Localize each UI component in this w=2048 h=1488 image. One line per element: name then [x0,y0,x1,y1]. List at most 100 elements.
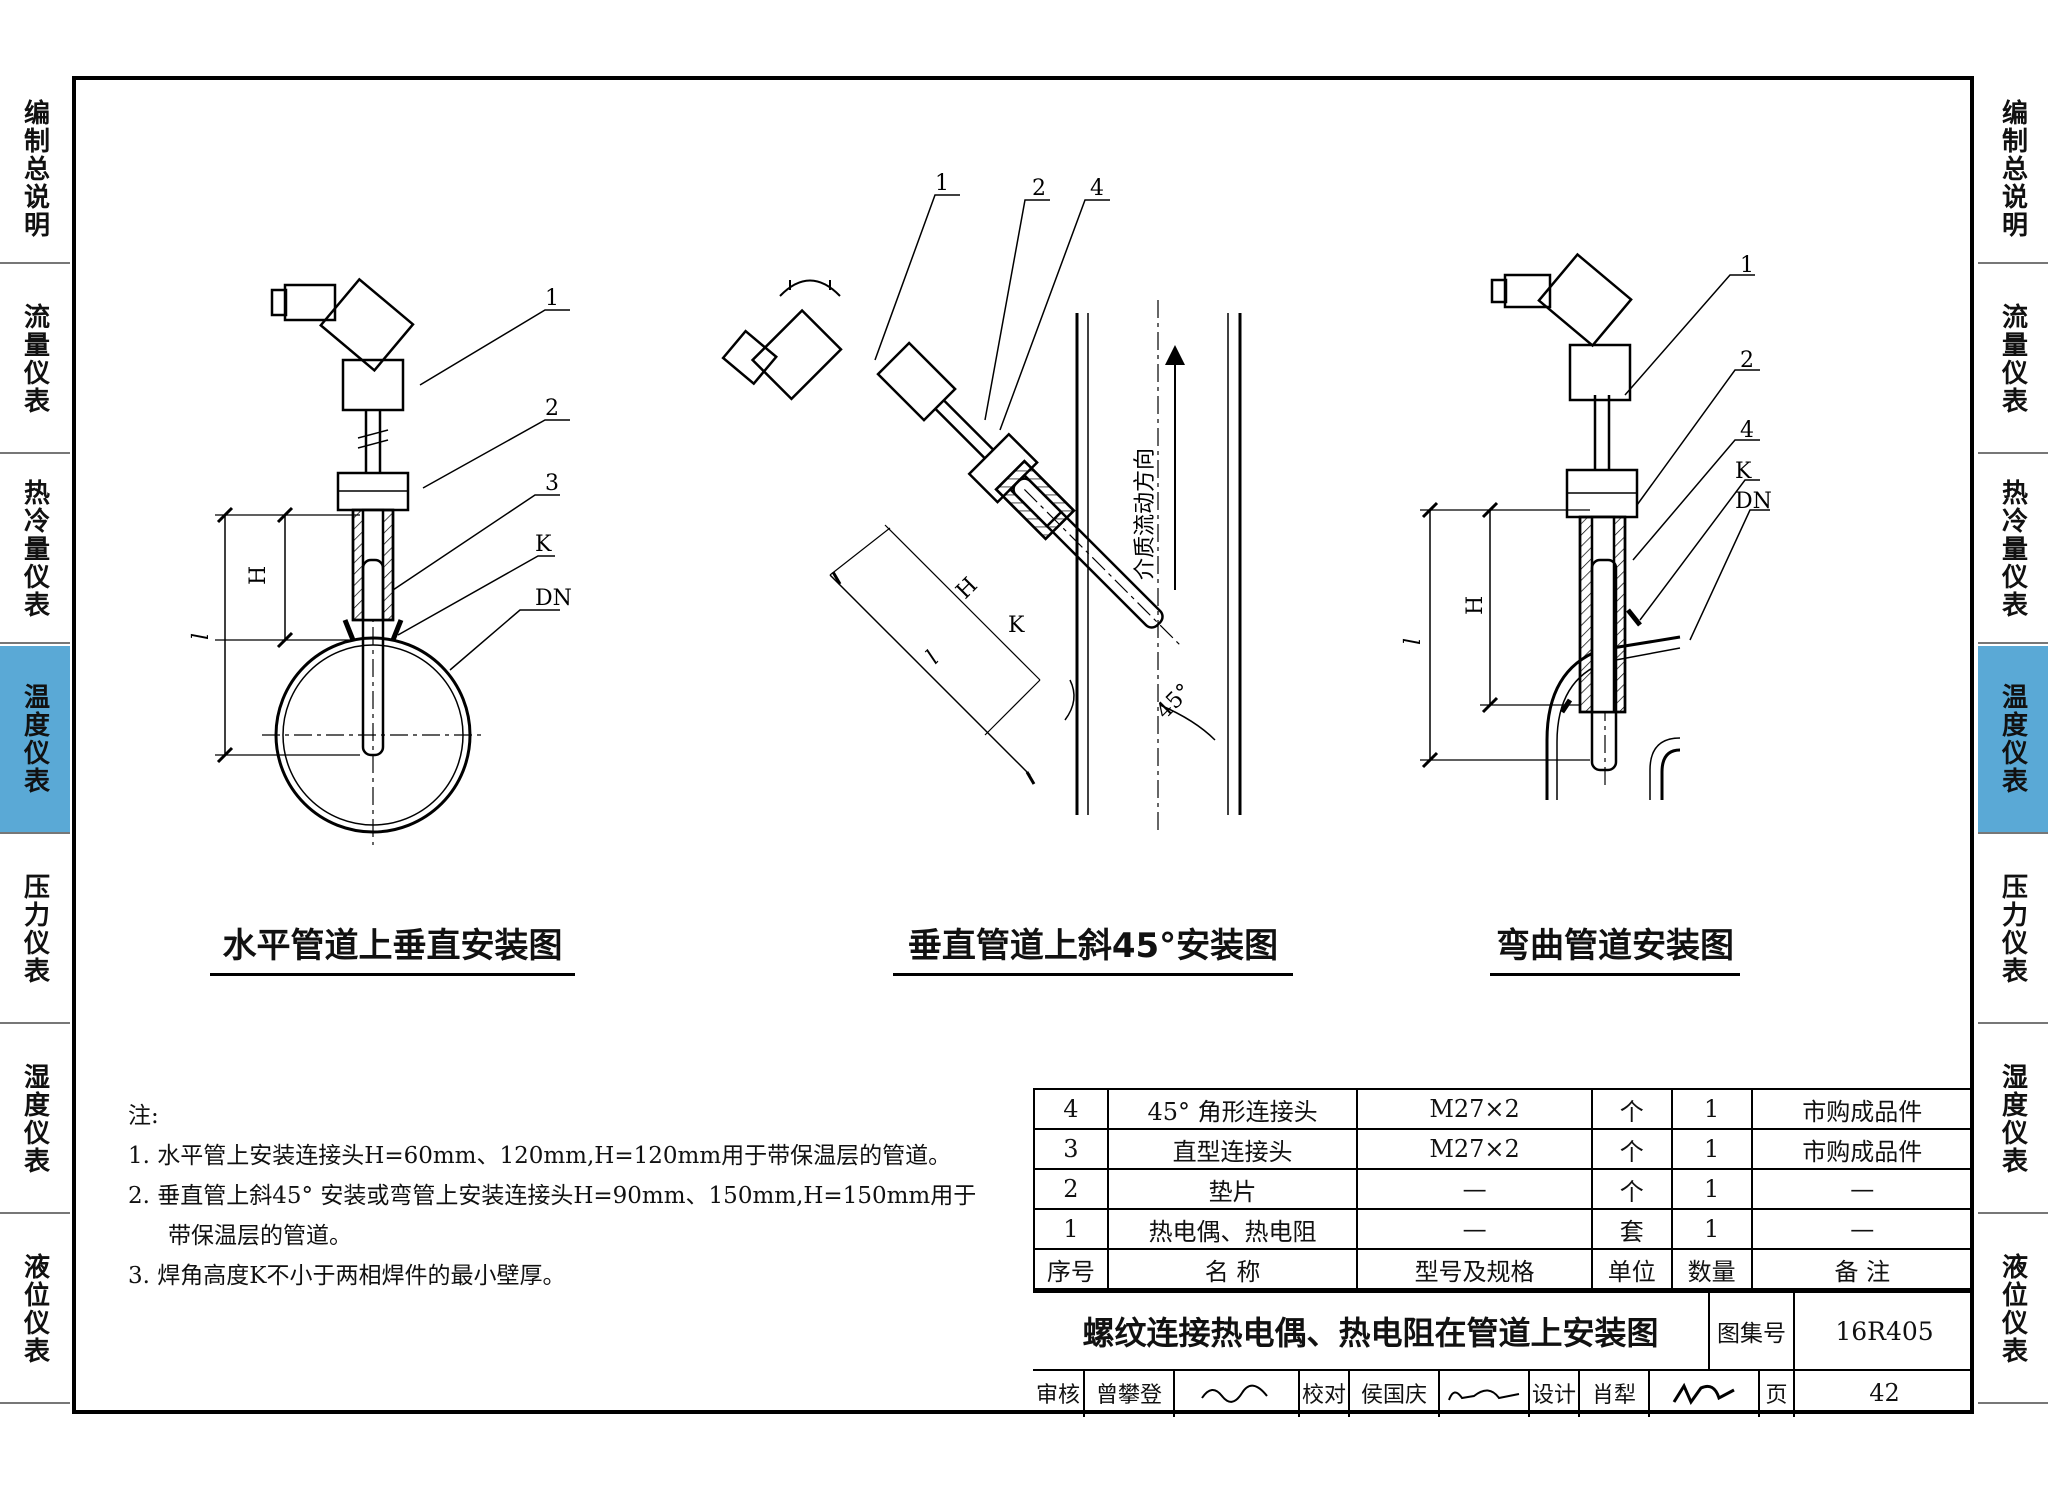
side-tab-5[interactable]: 压力仪表 [1978,836,2048,1024]
d1-label-h: H [246,566,271,585]
side-tab-label: 温度仪表 [19,683,50,795]
d3-label-1: 1 [1740,253,1754,278]
side-tab-2[interactable]: 流量仪表 [0,266,70,454]
side-tab-label: 编制总说明 [19,99,50,239]
side-tab-6[interactable]: 湿度仪表 [1978,1026,2048,1214]
cell: 1 [1670,1088,1753,1130]
d1-label-dn: DN [535,586,572,611]
drawing-vertical-pipe-45 [721,194,1242,830]
atlas-label: 图集号 [1708,1293,1793,1369]
cell: 垫片 [1106,1168,1359,1210]
cell: — [1356,1208,1593,1250]
side-tab-label: 压力仪表 [19,873,50,985]
header-cell: 备 注 [1750,1248,1975,1290]
d2-label-l: l [922,647,945,670]
cell: 3 [1033,1128,1109,1170]
cell: — [1356,1168,1593,1210]
header-cell: 名 称 [1106,1248,1359,1290]
side-tab-label: 温度仪表 [1997,683,2028,795]
drawing-bent-pipe [1420,252,1770,800]
side-tab-3[interactable]: 热冷量仪表 [0,456,70,644]
side-tab-label: 液位仪表 [1997,1253,2028,1365]
cell: 热电偶、热电阻 [1106,1208,1359,1250]
cell: 套 [1590,1208,1673,1250]
cell: 1 [1033,1208,1109,1250]
side-tab-1[interactable]: 编制总说明 [1978,76,2048,264]
design-label: 设计 [1528,1369,1578,1417]
d3-label-k: K [1735,459,1752,484]
notes-heading: 注: [128,1103,159,1129]
side-tab-4[interactable]: 温度仪表 [1978,646,2048,834]
reviewer-name: 曾攀登 [1083,1369,1173,1417]
side-tab-label: 湿度仪表 [19,1063,50,1175]
d2-label-2: 2 [1032,176,1046,201]
side-tab-label: 热冷量仪表 [19,479,50,619]
reviewer-signature [1173,1369,1298,1417]
table-row: 3 直型连接头 M27×2 个 1 市购成品件 [1033,1128,1975,1170]
side-tab-5[interactable]: 压力仪表 [0,836,70,1024]
cell: 4 [1033,1088,1109,1130]
cell: — [1750,1208,1975,1250]
side-tab-4[interactable]: 温度仪表 [0,646,70,834]
side-tab-2[interactable]: 流量仪表 [1978,266,2048,454]
header-cell: 序号 [1033,1248,1109,1290]
side-tab-label: 流量仪表 [1997,303,2028,415]
note-2-cont: 带保温层的管道。 [168,1223,352,1249]
cell: 45° 角形连接头 [1106,1088,1359,1130]
note-2: 2. 垂直管上斜45° 安装或弯管上安装连接头H=90mm、150mm,H=15… [128,1183,977,1209]
d2-label-1: 1 [935,171,949,196]
side-tab-label: 压力仪表 [1997,873,2028,985]
title-vertical-pipe-45: 垂直管道上斜45°安装图 [893,918,1293,976]
d3-label-2: 2 [1740,348,1754,373]
page-number: 42 [1793,1369,1974,1417]
page-label: 页 [1758,1369,1793,1417]
side-tab-label: 流量仪表 [19,303,50,415]
table-row: 4 45° 角形连接头 M27×2 个 1 市购成品件 [1033,1088,1975,1130]
side-tab-label: 编制总说明 [1997,99,2028,239]
title-block: 螺纹连接热电偶、热电阻在管道上安装图 图集号 16R405 审核 曾攀登 校对 … [1033,1290,1974,1417]
cell: 直型连接头 [1106,1128,1359,1170]
cell: 个 [1590,1128,1673,1170]
header-cell: 数量 [1670,1248,1753,1290]
d3-label-4: 4 [1740,418,1754,443]
side-tab-label: 湿度仪表 [1997,1063,2028,1175]
cell: M27×2 [1356,1088,1593,1130]
title-bent-pipe: 弯曲管道安装图 [1490,918,1740,976]
designer-signature [1648,1369,1758,1417]
cell: 个 [1590,1168,1673,1210]
cell: 个 [1590,1088,1673,1130]
note-1: 1. 水平管上安装连接头H=60mm、120mm,H=120mm用于带保温层的管… [128,1143,952,1169]
parts-table: 4 45° 角形连接头 M27×2 个 1 市购成品件 3 直型连接头 M27×… [1033,1088,1975,1290]
atlas-number: 16R405 [1793,1293,1974,1369]
side-tab-label: 热冷量仪表 [1997,479,2028,619]
d1-label-l: l [189,633,214,640]
note-3: 3. 焊角高度K不小于两相焊件的最小壁厚。 [128,1263,566,1289]
side-tab-3[interactable]: 热冷量仪表 [1978,456,2048,644]
cell: 1 [1670,1168,1753,1210]
table-header-row: 序号 名 称 型号及规格 单位 数量 备 注 [1033,1248,1975,1290]
cell: 1 [1670,1208,1753,1250]
title-horizontal-pipe: 水平管道上垂直安装图 [210,918,575,976]
check-label: 校对 [1298,1369,1348,1417]
side-tab-1[interactable]: 编制总说明 [0,76,70,264]
side-tab-6[interactable]: 湿度仪表 [0,1026,70,1214]
side-tab-7[interactable]: 液位仪表 [1978,1216,2048,1404]
checker-name: 侯国庆 [1348,1369,1438,1417]
d2-label-h: H [952,573,983,604]
side-tab-7[interactable]: 液位仪表 [0,1216,70,1404]
designer-name: 肖犁 [1578,1369,1648,1417]
header-cell: 型号及规格 [1356,1248,1593,1290]
table-row: 1 热电偶、热电阻 — 套 1 — [1033,1208,1975,1250]
d3-label-h: H [1463,596,1488,615]
drawing-frame [72,76,1974,1414]
cell: M27×2 [1356,1128,1593,1170]
d2-label-k: K [1008,613,1025,638]
d1-label-3: 3 [545,471,559,496]
cell: 1 [1670,1128,1753,1170]
d1-label-k: K [535,532,552,557]
cell: 市购成品件 [1750,1128,1975,1170]
d1-label-1: 1 [545,286,559,311]
table-row: 2 垫片 — 个 1 — [1033,1168,1975,1210]
d2-label-4: 4 [1090,176,1104,201]
